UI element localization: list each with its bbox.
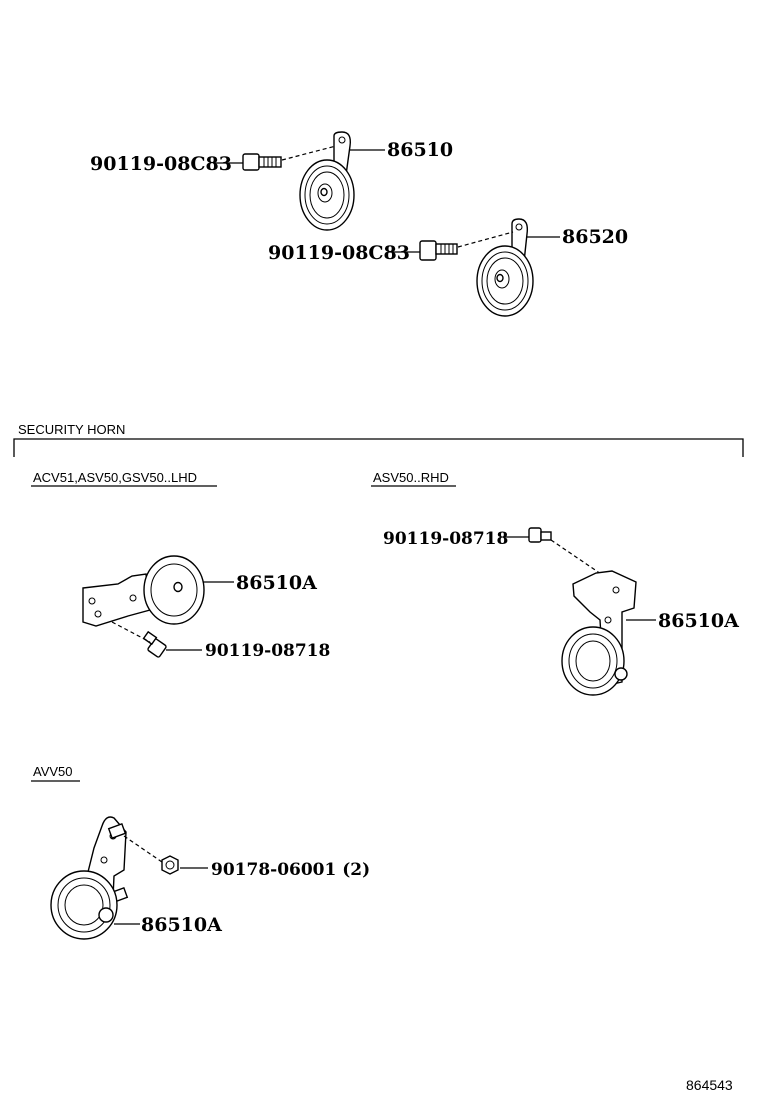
horn-avv-drawing <box>50 816 129 940</box>
horn-rhd-part-number: 86510A <box>658 610 739 632</box>
bolt-lhd-part-number: 90119-08718 <box>205 641 330 661</box>
horn-lhd-drawing <box>82 555 205 627</box>
bolt-lower-part-number: 90119-08C83 <box>268 242 410 264</box>
security-horn-bracket <box>13 438 744 457</box>
nut-avv-drawing <box>161 855 179 875</box>
diagram-reference-number: 864543 <box>686 1077 733 1093</box>
bolt-upper-part-number: 90119-08C83 <box>90 153 232 175</box>
horn-86520-drawing <box>476 218 534 317</box>
horn-high-part-number: 86510 <box>387 139 453 161</box>
horn-low-part-number: 86520 <box>562 226 628 248</box>
horn-86510-drawing <box>299 131 355 231</box>
lhd-variant-label: ACV51,ASV50,GSV50..LHD <box>33 470 197 485</box>
horn-lhd-part-number: 86510A <box>236 572 317 594</box>
horn-rhd-drawing <box>561 570 637 696</box>
bolt-rhd-part-number: 90119-08718 <box>383 529 508 549</box>
bolt-upper-drawing <box>242 153 282 171</box>
bolt-rhd-drawing <box>528 527 552 543</box>
bolt-lhd-drawing <box>142 630 167 658</box>
rhd-variant-label: ASV50..RHD <box>373 470 449 485</box>
bolt-lower-drawing <box>419 240 458 261</box>
avv-variant-label: AVV50 <box>33 764 73 779</box>
security-horn-title: SECURITY HORN <box>18 422 125 437</box>
horn-avv-part-number: 86510A <box>141 914 222 936</box>
nut-avv-part-number: 90178-06001 (2) <box>211 860 370 880</box>
